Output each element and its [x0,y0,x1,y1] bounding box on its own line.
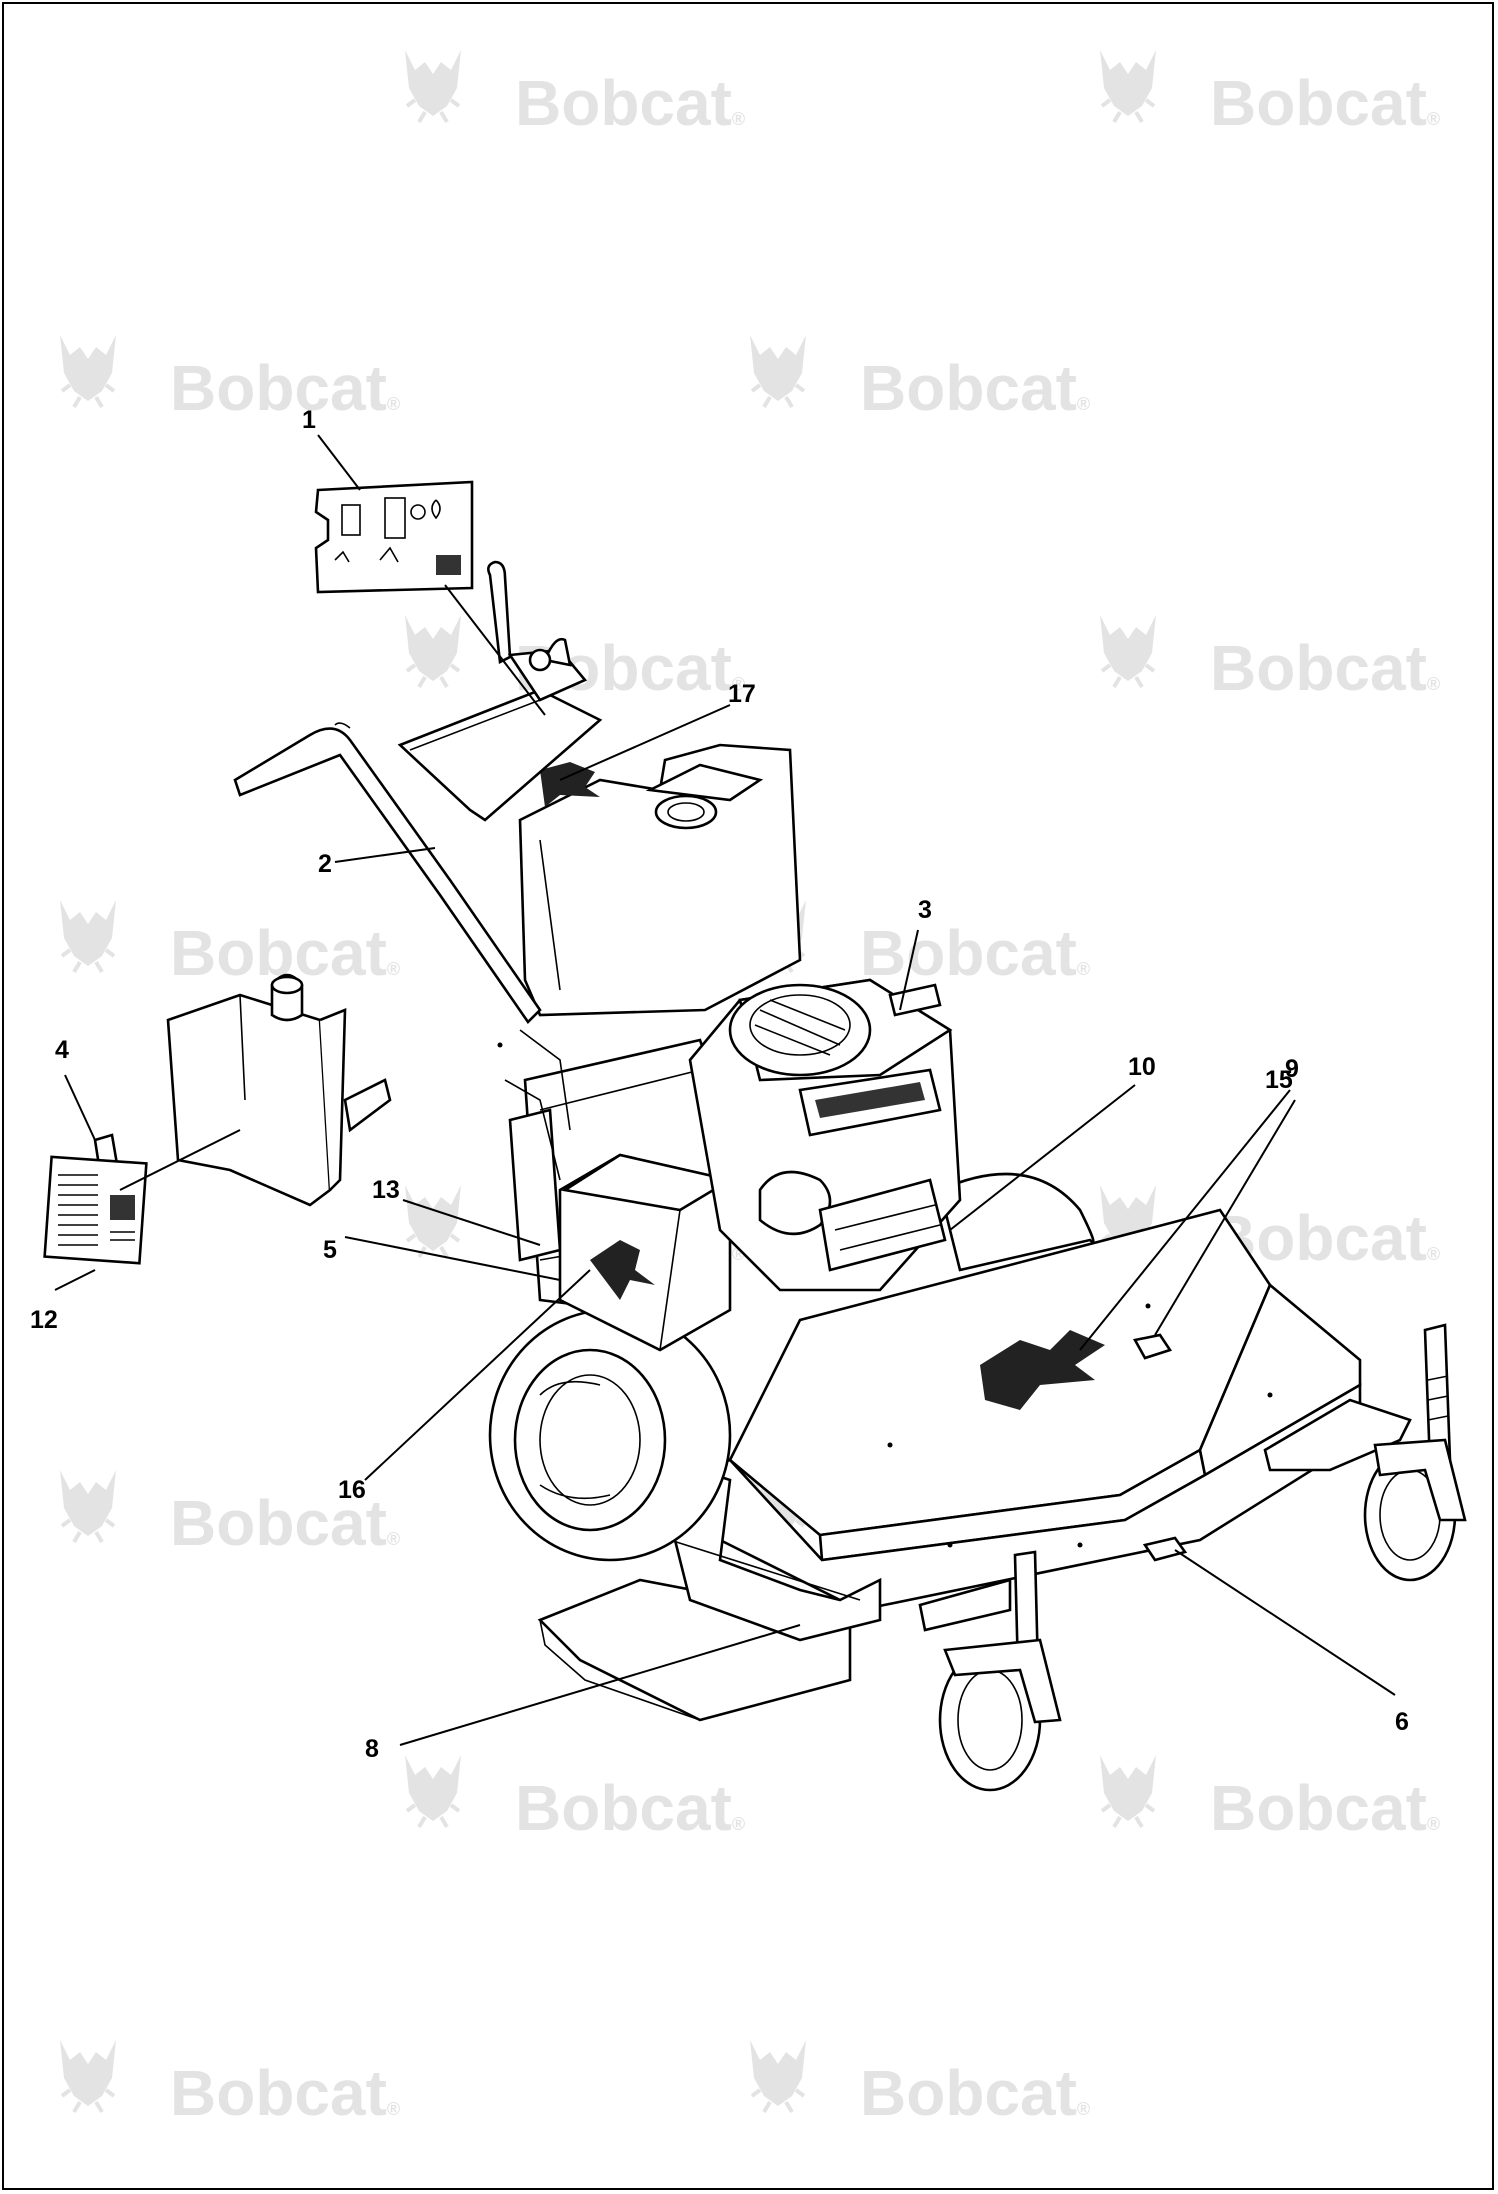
bobcat-watermark: Bobcat® [403,613,745,704]
bobcat-watermark: Bobcat® [748,333,1090,424]
callout-13: 13 [372,1176,400,1204]
callout-15: 15 [1265,1066,1293,1094]
watermark-text: Bobcat® [860,917,1090,989]
watermark-text: Bobcat® [1210,1202,1440,1274]
bobcat-logo-icon [58,333,118,409]
callout-9: 9 [1285,1055,1299,1083]
callout-5: 5 [323,1236,337,1264]
watermark-text: Bobcat® [860,2057,1090,2129]
bobcat-logo-icon [403,48,463,124]
bobcat-watermark: Bobcat® [58,2038,400,2129]
watermark-text: Bobcat® [515,67,745,139]
bobcat-watermark: Bobcat® [748,898,1090,989]
bobcat-watermark: Bobcat® [58,898,400,989]
callout-2: 2 [318,850,332,878]
bobcat-logo-icon [403,1183,463,1259]
bobcat-logo-icon [403,613,463,689]
bobcat-logo-icon [58,898,118,974]
bobcat-watermark: Bobcat® [1098,1753,1440,1844]
watermark-text: Bobcat® [515,1772,745,1844]
decal-1-panel [314,480,474,594]
bobcat-logo-icon [748,2038,808,2114]
bobcat-watermark: Bobcat® [58,333,400,424]
callout-17: 17 [728,680,756,708]
mower-illustration [233,560,1467,1792]
callout-8: 8 [365,1735,379,1763]
callout-16: 16 [338,1476,366,1504]
watermark-text: Bobcat® [860,352,1090,424]
decal-4-12-bracket [43,973,392,1265]
watermark-text: Bobcat® [1210,67,1440,139]
bobcat-logo-icon [1098,1753,1158,1829]
bobcat-logo-icon [58,2038,118,2114]
bobcat-watermark: Bobcat® [748,2038,1090,2129]
callout-12: 12 [30,1306,58,1334]
callout-labels: 1 2 3 4 5 6 8 9 10 12 13 15 16 17 [30,406,1409,1763]
bobcat-logo-icon [1098,48,1158,124]
bobcat-watermark: Bobcat® [403,48,745,139]
callout-3: 3 [918,896,932,924]
bobcat-logo-icon [58,1468,118,1544]
callout-10: 10 [1128,1053,1156,1081]
watermark-text: Bobcat® [170,352,400,424]
bobcat-watermark: Bobcat® [1098,613,1440,704]
bobcat-watermark: Bobcat® [1098,1183,1440,1274]
watermark-text: Bobcat® [1210,632,1440,704]
watermark-text: Bobcat® [1210,1772,1440,1844]
bobcat-watermark: Bobcat® [1098,48,1440,139]
bobcat-logo-icon [748,333,808,409]
callout-6: 6 [1395,1708,1409,1736]
callout-1: 1 [302,406,316,434]
bobcat-logo-icon [403,1753,463,1829]
callout-4: 4 [55,1036,69,1064]
bobcat-watermark: Bobcat® [58,1468,400,1559]
bobcat-watermark: Bobcat® [403,1753,745,1844]
bobcat-logo-icon [1098,613,1158,689]
watermark-text: Bobcat® [170,1487,400,1559]
watermark-text: Bobcat® [170,2057,400,2129]
leader-lines [54,434,1396,1746]
